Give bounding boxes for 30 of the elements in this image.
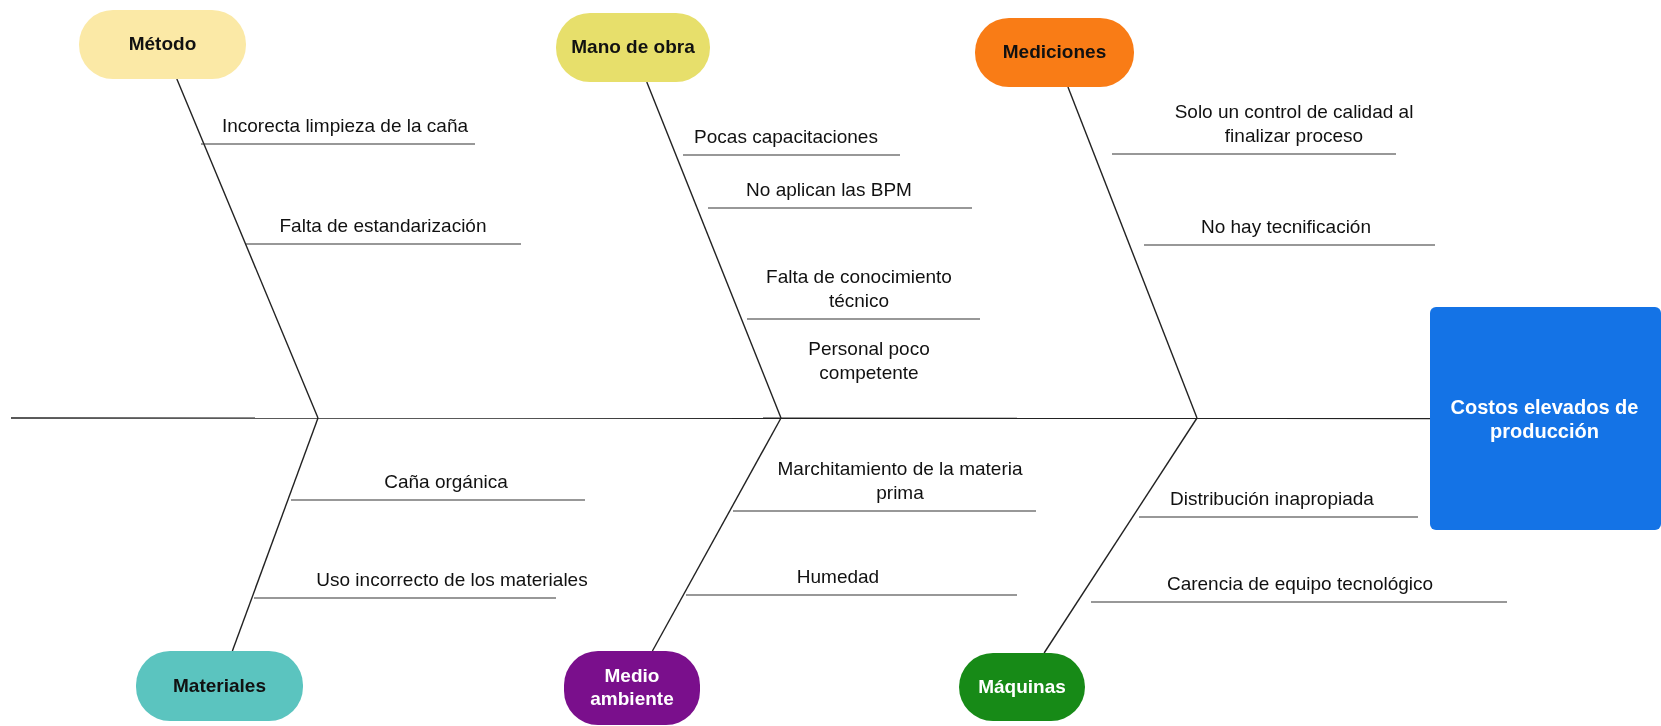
- category-label: Mano de obra: [571, 36, 695, 59]
- category-label: Medio ambiente: [589, 665, 675, 711]
- cause-label: Uso incorrecto de los materiales: [315, 568, 589, 592]
- cause-label: Falta de estandarización: [278, 214, 488, 238]
- cause-label: No aplican las BPM: [745, 178, 913, 202]
- cause-label: Incorecta limpieza de la caña: [220, 114, 470, 138]
- cause-label: Pocas capacitaciones: [693, 125, 879, 149]
- category-label: Materiales: [173, 674, 266, 698]
- effect-box: [1430, 307, 1661, 530]
- cause-label: Falta de conocimiento técnico: [765, 265, 953, 313]
- category-label: Mediciones: [1002, 41, 1107, 64]
- cause-label: Solo un control de calidad al finalizar proceso: [1173, 100, 1415, 148]
- cause-label: Personal poco competente: [807, 337, 931, 385]
- cause-label: No hay tecnificación: [1199, 215, 1372, 239]
- cause-label: Caña orgánica: [383, 470, 509, 494]
- category-label: Máquinas: [978, 675, 1066, 699]
- cause-label: Carencia de equipo tecnológico: [1165, 572, 1435, 596]
- cause-label: Marchitamiento de la materia prima: [776, 457, 1024, 505]
- cause-label: Distribución inapropiada: [1169, 487, 1375, 511]
- bone-line: [651, 417, 782, 652]
- spine-line: [10, 417, 1431, 420]
- cause-label: Humedad: [795, 565, 881, 589]
- bone-line: [1043, 417, 1198, 654]
- bone-line: [646, 81, 782, 419]
- bone-line: [1067, 86, 1198, 419]
- bone-line: [176, 78, 319, 419]
- category-pill: [564, 651, 700, 725]
- bone-line: [231, 417, 319, 652]
- category-label: Método: [128, 33, 197, 56]
- category-label: Costos elevados de producción: [1449, 394, 1640, 443]
